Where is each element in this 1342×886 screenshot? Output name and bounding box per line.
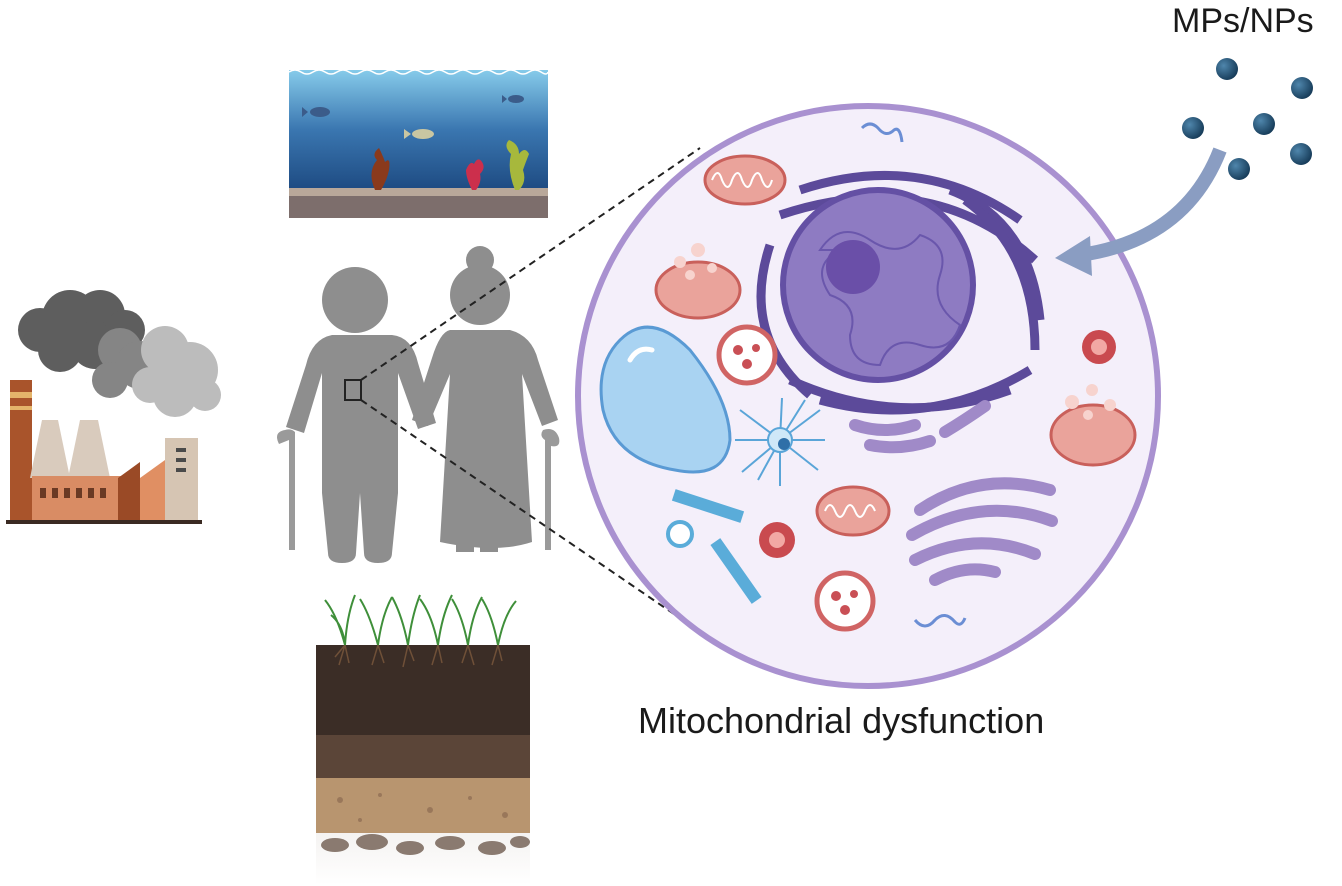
microtubule-icon	[666, 489, 762, 604]
curved-arrow-icon	[1055, 147, 1227, 276]
zoom-lines	[360, 147, 713, 641]
rna-squiggle	[860, 122, 967, 628]
outcome-label: Mitochondrial dysfunction	[638, 700, 1045, 741]
particles-label: MPs/NPs	[1172, 2, 1314, 40]
soil-layers-icon	[316, 594, 530, 885]
factory-smoke-icon	[6, 290, 221, 524]
elderly-couple-icon	[277, 246, 560, 563]
golgi-icon	[849, 400, 1058, 586]
lysosome-icon	[716, 324, 1116, 632]
nucleus-icon	[756, 170, 1045, 415]
particle-icon	[1182, 58, 1313, 180]
ocean-scene-icon	[288, 69, 549, 218]
vacuole-icon	[599, 325, 732, 474]
centrosome-icon	[735, 397, 825, 486]
mitochondrion-icon	[654, 154, 1137, 537]
